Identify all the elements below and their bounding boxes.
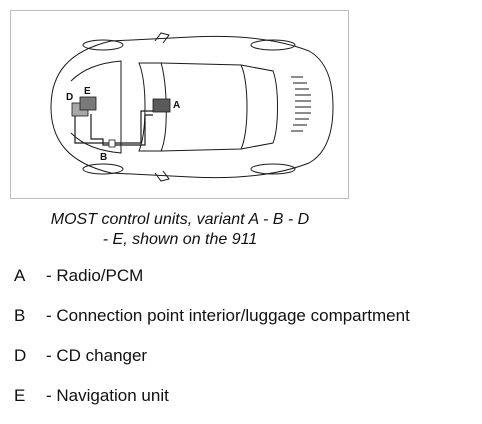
legend-list: A - Radio/PCM B - Connection point inter… [14, 264, 482, 424]
car-body [50, 35, 334, 179]
front-wheel-top [82, 39, 124, 51]
legend-text: - CD changer [46, 346, 148, 365]
radio-pcm-unit-a [152, 98, 171, 113]
callout-a: A [173, 100, 180, 111]
callout-e: E [84, 86, 91, 97]
caption-line-1: MOST control units, variant A - B - D [50, 211, 310, 228]
caption-line-2: - E, shown on the 911 [102, 231, 258, 248]
legend-key: A [14, 266, 26, 285]
rear-wheel-bottom [250, 163, 296, 175]
most-wiring [74, 110, 153, 146]
car-diagram-frame: A B D E [10, 10, 349, 199]
navigation-unit-e [79, 96, 97, 111]
callout-b: B [100, 152, 107, 163]
rear-wheel-top [250, 39, 296, 51]
car-top-view-diagram: A B D E [50, 32, 334, 182]
figure-caption: MOST control units, variant A - B - D - … [10, 210, 350, 250]
legend-key: D [14, 346, 27, 365]
mirror-bottom [154, 170, 170, 182]
roof-line [160, 62, 248, 152]
mirror-top [154, 32, 170, 44]
wire-b-to-a [115, 114, 153, 146]
rear-window [240, 64, 278, 150]
front-wheel-bottom [82, 163, 124, 175]
car-body-outline [50, 32, 334, 182]
legend-key: B [14, 306, 26, 325]
callout-d: D [66, 92, 73, 103]
legend-item-d: D - CD changer [14, 344, 482, 384]
connection-point-b [108, 139, 116, 148]
wire-e-to-b [90, 114, 111, 146]
legend-key: E [14, 386, 26, 405]
legend-text: - Radio/PCM [46, 266, 144, 285]
legend-text: - Navigation unit [46, 386, 169, 405]
rear-engine-grille [291, 76, 311, 132]
legend-item-e: E - Navigation unit [14, 384, 482, 424]
legend-item-b: B - Connection point interior/luggage co… [14, 304, 482, 344]
wire-b-to-a-return [115, 110, 153, 144]
legend-text: - Connection point interior/luggage comp… [46, 306, 410, 325]
legend-item-a: A - Radio/PCM [14, 264, 482, 304]
wire-d-to-b [74, 115, 111, 144]
